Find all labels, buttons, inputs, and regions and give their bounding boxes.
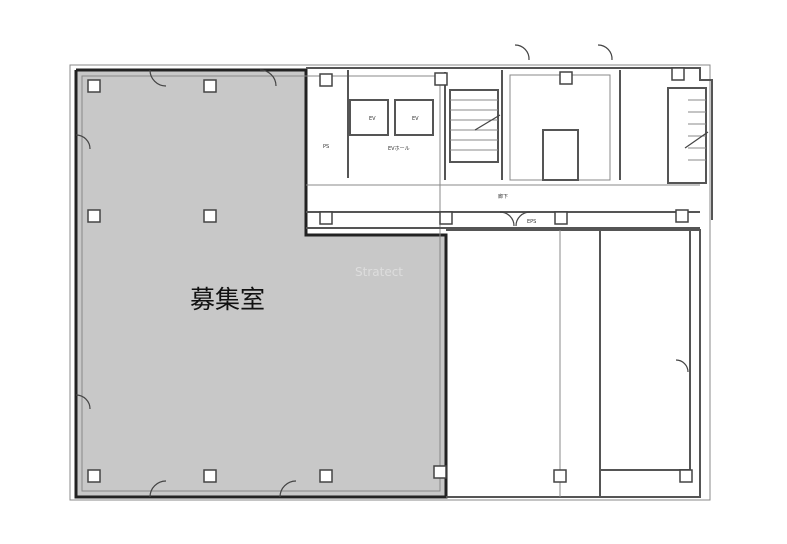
- vacant-room-inner: [81, 75, 441, 492]
- label-ev-hall: EVホール: [388, 146, 410, 152]
- label-ps: PS: [323, 144, 329, 150]
- stair-2-treads: [684, 99, 709, 161]
- label-eps: EPS: [527, 219, 536, 225]
- watermark: Stratect: [355, 265, 403, 279]
- vacant-room-label[interactable]: 募集室: [190, 285, 265, 314]
- stair-1: [449, 89, 499, 163]
- vacant-room-area[interactable]: [76, 70, 446, 497]
- stair-1-treads: [450, 99, 501, 151]
- label-ev2: EV: [412, 116, 419, 122]
- core-outer-wall: [306, 67, 713, 220]
- elevator-2: [394, 99, 434, 136]
- other-areas-outline: [446, 229, 701, 498]
- outer-grid: [69, 64, 711, 501]
- label-ev1: EV: [369, 116, 376, 122]
- elevator-1: [349, 99, 389, 136]
- vacant-room-outline: [74, 68, 448, 499]
- toilets: [509, 74, 611, 181]
- label-corridor: 廊下: [498, 193, 508, 200]
- kitchenette: [542, 129, 579, 181]
- columns: [87, 67, 693, 483]
- doors: [75, 44, 689, 498]
